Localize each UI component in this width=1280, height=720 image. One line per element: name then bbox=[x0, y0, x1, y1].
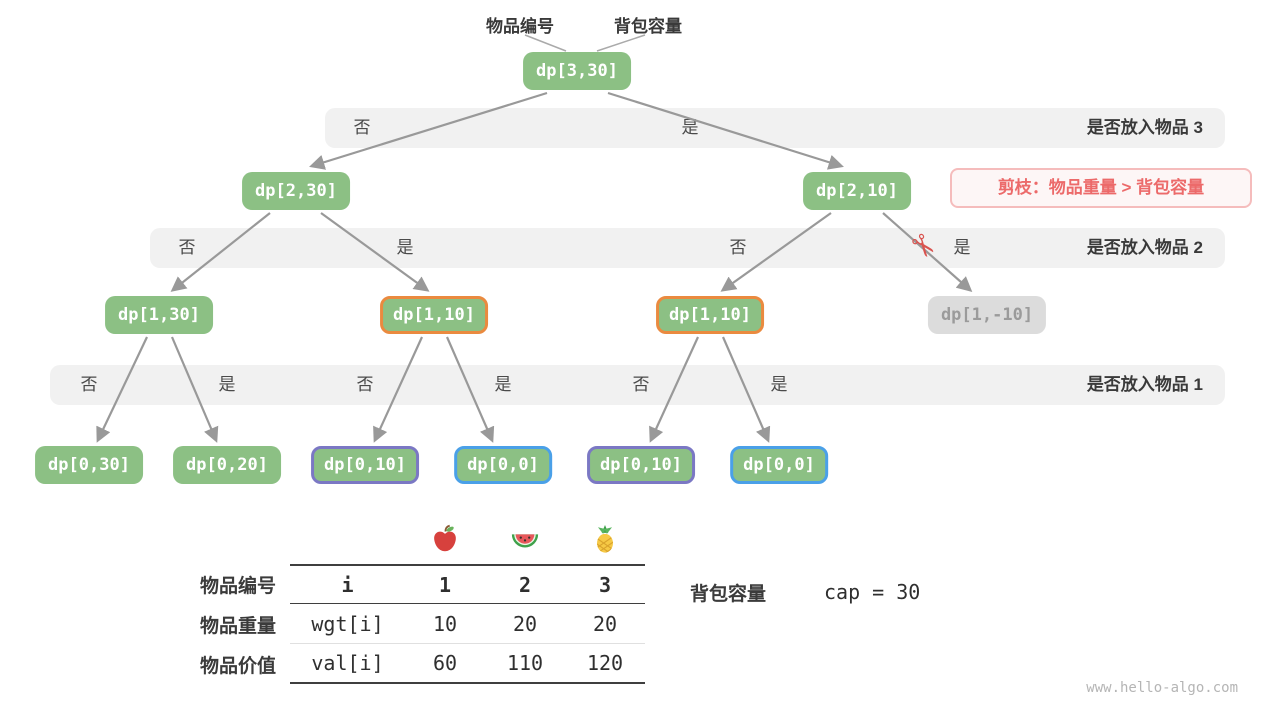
node-dp-0-20: dp[0,20] bbox=[173, 446, 281, 484]
branch-label-yes: 是 bbox=[494, 375, 512, 394]
node-dp-1-30: dp[1,30] bbox=[105, 296, 213, 334]
node-dp-0-10-a: dp[0,10] bbox=[311, 446, 419, 484]
node-dp-1-neg10-pruned: dp[1,-10] bbox=[927, 296, 1047, 334]
row-label: 物品价值 bbox=[199, 655, 276, 677]
table-row-fruits bbox=[160, 518, 645, 564]
branch-label-yes: 是 bbox=[396, 238, 414, 257]
item-table: 物品编号 i 1 2 3 物品重量 wgt[i] 10 20 20 物品价值 v… bbox=[160, 518, 645, 684]
band-question-item-1: 是否放入物品 1 bbox=[1086, 375, 1203, 394]
band-question-item-3: 是否放入物品 3 bbox=[1086, 118, 1203, 137]
row-label: 物品编号 bbox=[199, 575, 276, 597]
node-dp-0-10-b: dp[0,10] bbox=[587, 446, 695, 484]
table-row-item-index: 物品编号 i 1 2 3 bbox=[160, 564, 645, 604]
branch-label-yes: 是 bbox=[953, 238, 971, 257]
band-question-item-2: 是否放入物品 2 bbox=[1086, 238, 1203, 257]
node-dp-1-10-b: dp[1,10] bbox=[656, 296, 764, 334]
watermelon-icon bbox=[510, 524, 540, 559]
site-watermark: www.hello-algo.com bbox=[1086, 680, 1238, 696]
decision-band-item-3: 否 是 是否放入物品 3 bbox=[325, 108, 1225, 148]
capacity-note-label: 背包容量 bbox=[690, 583, 767, 605]
node-dp-2-10: dp[2,10] bbox=[803, 172, 911, 210]
node-dp-3-30: dp[3,30] bbox=[523, 52, 631, 90]
branch-label-yes: 是 bbox=[218, 375, 236, 394]
table-row-item-value: 物品价值 val[i] 60 110 120 bbox=[160, 644, 645, 684]
branch-label-no: 否 bbox=[353, 118, 371, 137]
branch-label-yes: 是 bbox=[770, 375, 788, 394]
item-number-label: 物品编号 bbox=[486, 17, 554, 36]
knapsack-capacity-label: 背包容量 bbox=[614, 17, 682, 36]
node-dp-0-30: dp[0,30] bbox=[35, 446, 143, 484]
table-row-item-weight: 物品重量 wgt[i] 10 20 20 bbox=[160, 604, 645, 644]
capacity-note: 背包容量 cap = 30 bbox=[690, 572, 920, 612]
row-label: 物品重量 bbox=[199, 615, 276, 637]
node-dp-1-10-a: dp[1,10] bbox=[380, 296, 488, 334]
node-dp-0-0-a: dp[0,0] bbox=[454, 446, 552, 484]
pineapple-icon bbox=[590, 524, 620, 559]
branch-label-no: 否 bbox=[178, 238, 196, 257]
decision-band-item-2: 否 是 否 是 是否放入物品 2 bbox=[150, 228, 1225, 268]
row-code: i bbox=[290, 564, 405, 604]
decision-band-item-1: 否 是 否 是 否 是 是否放入物品 1 bbox=[50, 365, 1225, 405]
row-code: wgt[i] bbox=[290, 604, 405, 644]
row-code: val[i] bbox=[290, 644, 405, 684]
branch-label-no: 否 bbox=[80, 375, 98, 394]
pruning-note: 剪枝：物品重量 > 背包容量 bbox=[950, 168, 1252, 208]
node-dp-2-30: dp[2,30] bbox=[242, 172, 350, 210]
capacity-note-value: cap = 30 bbox=[824, 580, 921, 604]
branch-label-no: 否 bbox=[356, 375, 374, 394]
branch-label-no: 否 bbox=[632, 375, 650, 394]
apple-icon bbox=[430, 524, 460, 559]
branch-label-no: 否 bbox=[729, 238, 747, 257]
branch-label-yes: 是 bbox=[681, 118, 699, 137]
node-dp-0-0-b: dp[0,0] bbox=[730, 446, 828, 484]
